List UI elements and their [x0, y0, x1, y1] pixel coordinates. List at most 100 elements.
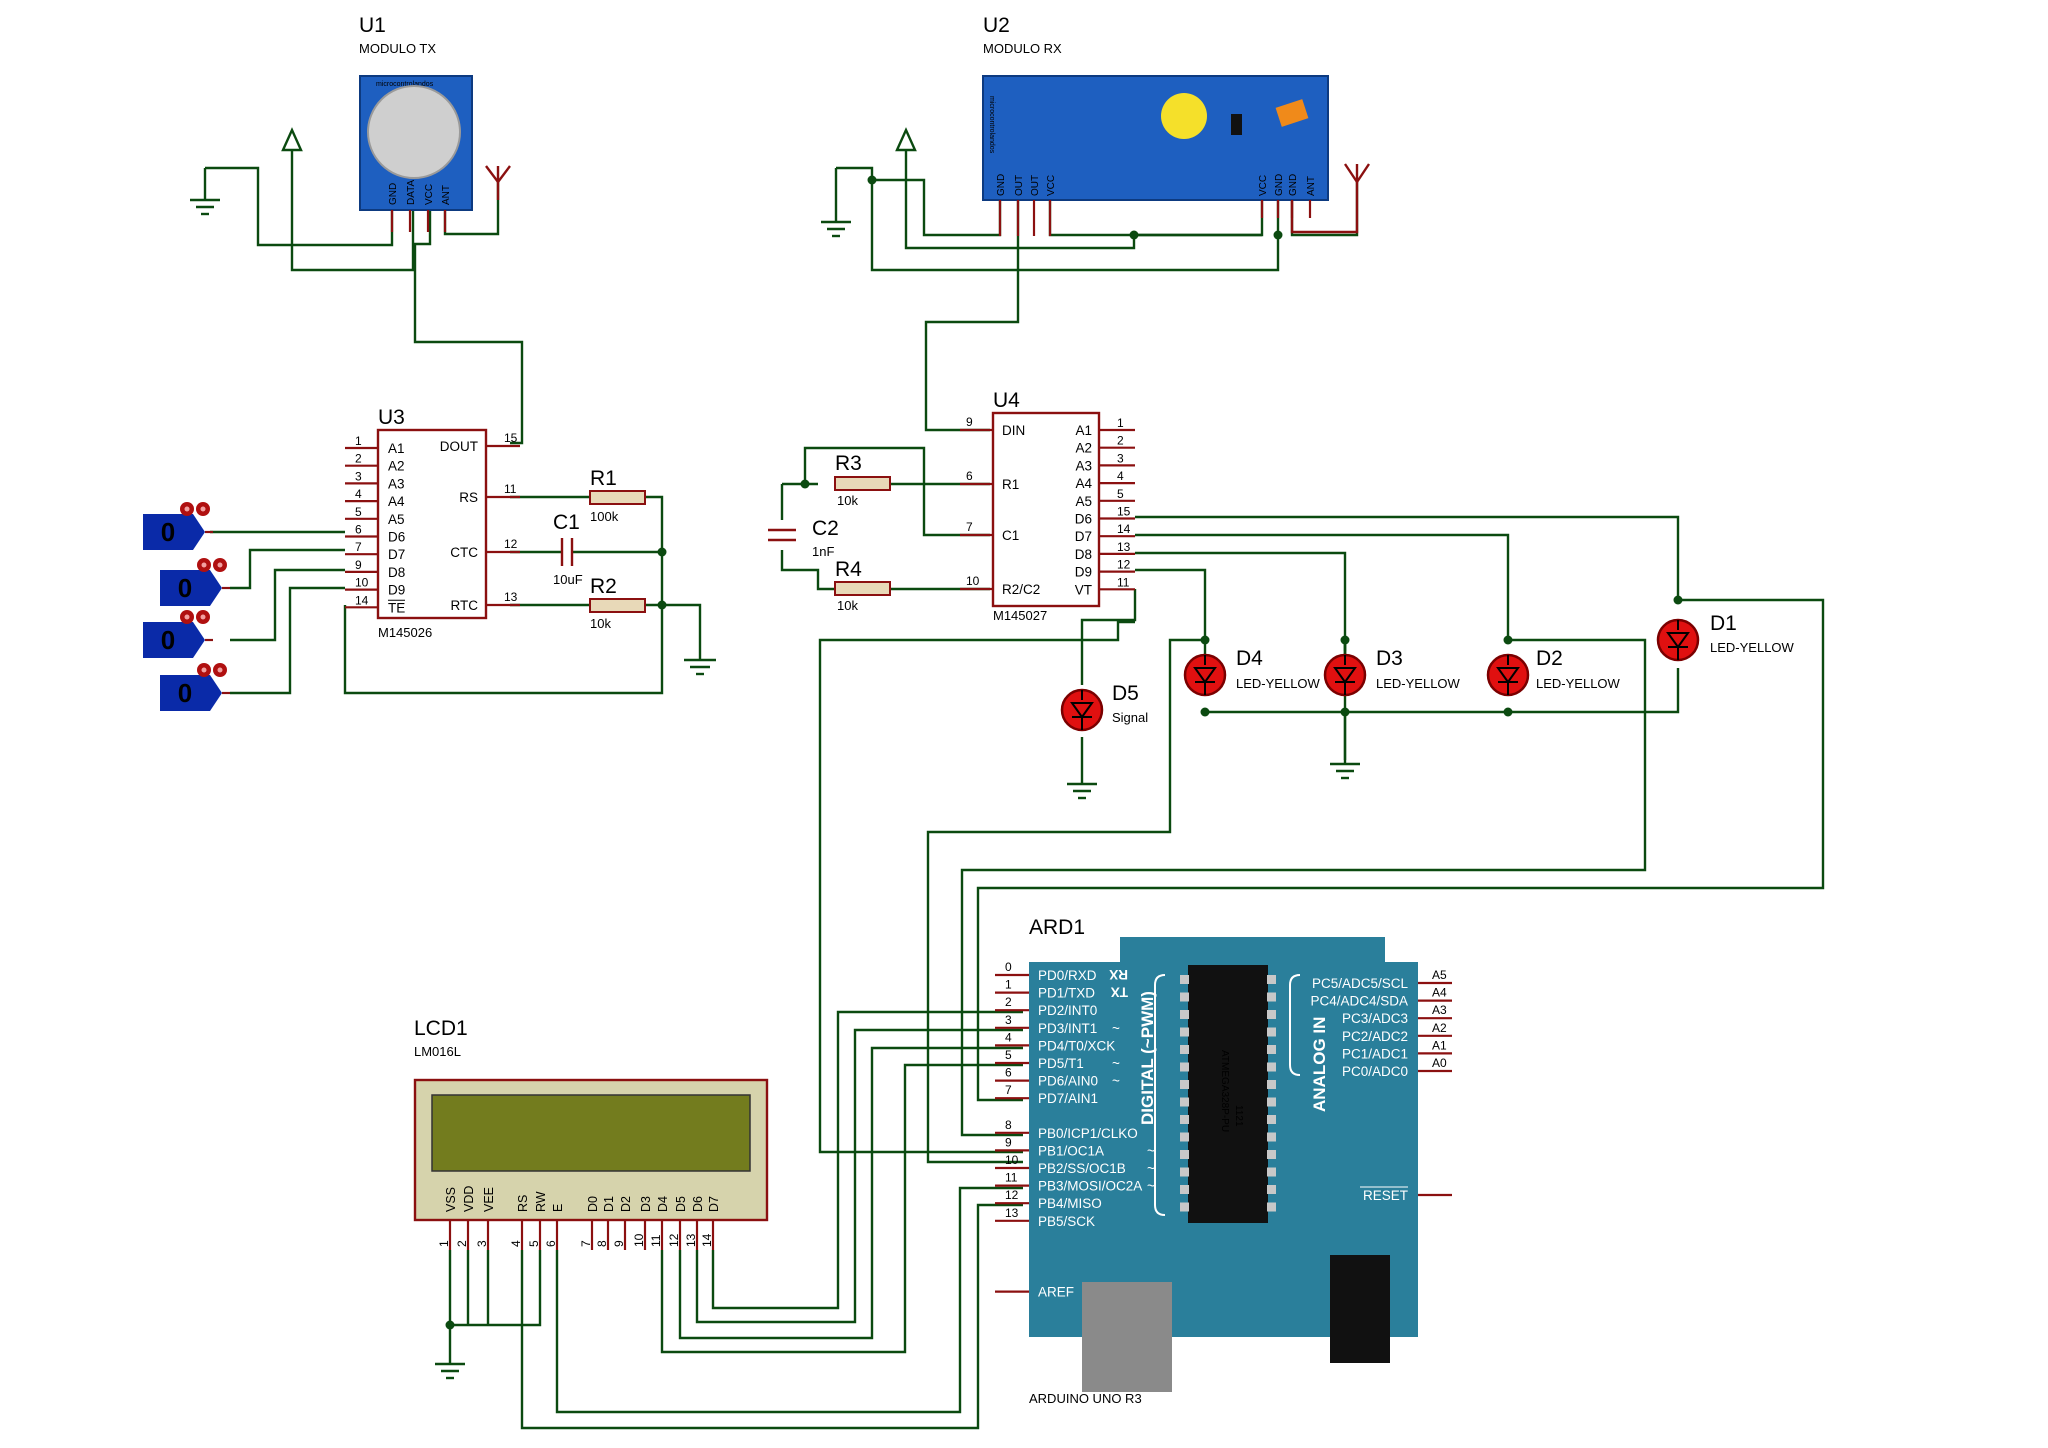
u4-pin-name: DIN	[1002, 423, 1025, 438]
chip-pin	[1267, 1115, 1276, 1124]
led-value: LED-YELLOW	[1536, 676, 1621, 691]
r1-value: 100k	[590, 509, 619, 524]
chip-pin	[1267, 1027, 1276, 1037]
logic-switch-body[interactable]	[143, 514, 205, 550]
u3-pin-name: D6	[388, 530, 405, 545]
ard-pin-mark: ~	[1147, 1161, 1155, 1176]
ard-analog-number: A1	[1432, 1038, 1447, 1052]
ard-pin-mark: RX	[1109, 967, 1128, 982]
ard-analog-number: A3	[1432, 1003, 1447, 1017]
ard-pin-number: 2	[1005, 995, 1012, 1009]
u4-decoder-ic: U4 M145027 9DIN6R17C110R2/C21A12A23A34A4…	[960, 389, 1135, 623]
ard-pin-number: 7	[1005, 1083, 1012, 1097]
lcd-pin-name: VSS	[444, 1187, 458, 1212]
u4-pin-name: A4	[1075, 476, 1092, 491]
u4-pin-name: D9	[1075, 565, 1092, 580]
u4-pin-number: 15	[1117, 505, 1131, 519]
u3-pin-name: A5	[388, 512, 405, 527]
u4-pin-name: VT	[1075, 582, 1092, 597]
c1-value: 10uF	[553, 572, 583, 587]
u4-pin-name: D6	[1075, 512, 1092, 527]
u3-pin-name: A1	[388, 441, 405, 456]
ard-pin-number: 3	[1005, 1013, 1012, 1027]
analog-in-label: ANALOG IN	[1310, 1017, 1329, 1112]
u1-pin-label: VCC	[424, 184, 435, 205]
wires	[205, 142, 1825, 1430]
r4-value: 10k	[837, 598, 858, 613]
lcd-pin-number: 3	[475, 1240, 489, 1247]
ard-name: ARDUINO UNO R3	[1029, 1391, 1142, 1406]
u3-pin-number: 2	[355, 452, 362, 466]
u4-pin-number: 12	[1117, 558, 1131, 572]
ard-analog-name: PC4/ADC4/SDA	[1310, 994, 1408, 1009]
ard-pin-name: PB4/MISO	[1038, 1196, 1102, 1211]
logic-switch-4[interactable]: 0	[160, 663, 230, 711]
u4-pin-number: 5	[1117, 487, 1124, 501]
ard-pin-number: 4	[1005, 1030, 1012, 1044]
logic-switch-body[interactable]	[160, 675, 222, 711]
led-value: LED-YELLOW	[1710, 640, 1795, 655]
u3-pin-number: 3	[355, 469, 362, 483]
u2-pin-label: GND	[1274, 174, 1285, 196]
led-ref: D5	[1112, 682, 1139, 705]
lcd-pin-name: D0	[586, 1196, 600, 1212]
ard-pin-name: PD5/T1	[1038, 1056, 1084, 1071]
u2-pin-label: VCC	[1258, 175, 1269, 196]
lcd-pin-name: D6	[691, 1196, 705, 1212]
resistor-r3: R3 10k	[834, 452, 891, 508]
u2-name: MODULO RX	[983, 41, 1062, 56]
u3-pin-name: A3	[388, 476, 405, 491]
u4-pin-number: 6	[966, 469, 973, 483]
logic-switch-body[interactable]	[143, 622, 205, 658]
u4-ref: U4	[993, 389, 1020, 412]
switch-dot-shine	[201, 667, 207, 673]
chip-code: 1121	[1233, 1105, 1244, 1127]
r3-ref: R3	[835, 452, 862, 475]
chip-pin	[1180, 1062, 1189, 1072]
logic-switch-body[interactable]	[160, 570, 222, 606]
ard-analog-number: A5	[1432, 968, 1447, 982]
ard-pin-number: 13	[1005, 1206, 1019, 1220]
u4-pin-number: 9	[966, 415, 973, 429]
resistor-r4: R4 10k	[834, 558, 891, 613]
chip-pin	[1267, 1080, 1276, 1089]
u4-pin-name: R1	[1002, 477, 1019, 492]
chip-pin	[1267, 975, 1276, 984]
u3-pin-number: 6	[355, 523, 362, 537]
chip-pin	[1180, 1097, 1189, 1107]
chip-label: ATMEGA328P-PU	[1219, 1050, 1230, 1132]
chip-pin	[1267, 1185, 1276, 1194]
u3-pin-name: D9	[388, 583, 405, 598]
u3-pin-name: D8	[388, 565, 405, 580]
u3-pin-name: D7	[388, 547, 405, 562]
u4-pin-name: D8	[1075, 547, 1092, 562]
ard-pin-mark: TX	[1111, 985, 1128, 1000]
logic-switch-1[interactable]: 0	[143, 502, 213, 550]
led-diode-triangle	[1070, 702, 1094, 719]
ard-pin-mark: ~	[1112, 1021, 1120, 1036]
ard-pin-name: PB0/ICP1/CLKO	[1038, 1126, 1138, 1141]
c2-ref: C2	[812, 517, 839, 540]
chip-pin	[1180, 1185, 1189, 1194]
chip-pin	[1267, 1167, 1276, 1177]
u3-pin-number: 13	[504, 590, 518, 604]
c2-value: 1nF	[812, 544, 834, 559]
lcd-pin-number: 14	[700, 1233, 714, 1247]
chip-pin	[1267, 1150, 1276, 1159]
logic-switch-3[interactable]: 0	[143, 610, 213, 658]
r2-value: 10k	[590, 616, 611, 631]
chip-pin	[1267, 1010, 1276, 1019]
lcd-pin-number: 10	[632, 1233, 646, 1247]
resistor-r1: R1 100k	[589, 467, 646, 524]
logic-switch-2[interactable]: 0	[160, 558, 230, 606]
ard-analog-name: PC0/ADC0	[1342, 1064, 1408, 1079]
ard-pin-number: 8	[1005, 1118, 1012, 1132]
u3-pin-name: CTC	[450, 545, 478, 560]
u1-brand: microcontrolandos	[376, 81, 434, 88]
